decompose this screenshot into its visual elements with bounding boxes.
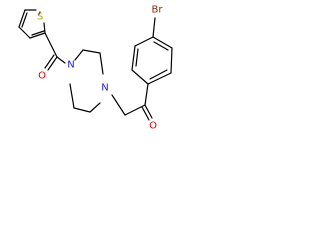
bond — [134, 36, 154, 47]
bond — [99, 52, 104, 75]
bond — [152, 17, 156, 38]
bond — [18, 26, 31, 39]
bond — [56, 56, 66, 64]
bond — [31, 30, 45, 36]
atom-label-bromine: Br — [152, 5, 164, 16]
atom-label-nitrogen-1: N — [67, 60, 74, 71]
bond — [18, 9, 26, 28]
bond — [144, 104, 153, 119]
bond — [135, 48, 139, 67]
bond — [153, 41, 169, 51]
bond — [149, 69, 168, 80]
bond — [43, 22, 46, 34]
piperazine-ring — [69, 49, 104, 113]
bond — [38, 11, 41, 15]
bond — [89, 102, 101, 113]
bond — [69, 83, 75, 109]
benzene-ring — [131, 36, 173, 85]
thiophene-ring — [18, 9, 46, 39]
bond — [144, 83, 149, 106]
bond — [131, 45, 136, 71]
bond — [131, 69, 149, 85]
bond — [29, 32, 46, 39]
bond — [47, 56, 58, 71]
amide-group — [44, 54, 66, 71]
bond — [170, 47, 173, 74]
bond — [147, 72, 172, 85]
bond — [73, 107, 91, 113]
structure-diagram: S O N N O Br — [18, 5, 173, 132]
bond — [152, 36, 173, 49]
bond — [111, 94, 126, 116]
bond — [44, 32, 58, 58]
bond — [82, 49, 101, 54]
atom-label-ketone-oxygen: O — [149, 121, 157, 132]
atom-label-sulfur: S — [37, 12, 43, 23]
atom-label-amide-oxygen: O — [38, 71, 46, 82]
bond — [44, 54, 55, 69]
ketone-group — [124, 104, 153, 121]
atom-label-nitrogen-2: N — [101, 83, 108, 94]
bond — [74, 49, 84, 61]
bond — [21, 12, 28, 28]
bond — [141, 106, 150, 121]
